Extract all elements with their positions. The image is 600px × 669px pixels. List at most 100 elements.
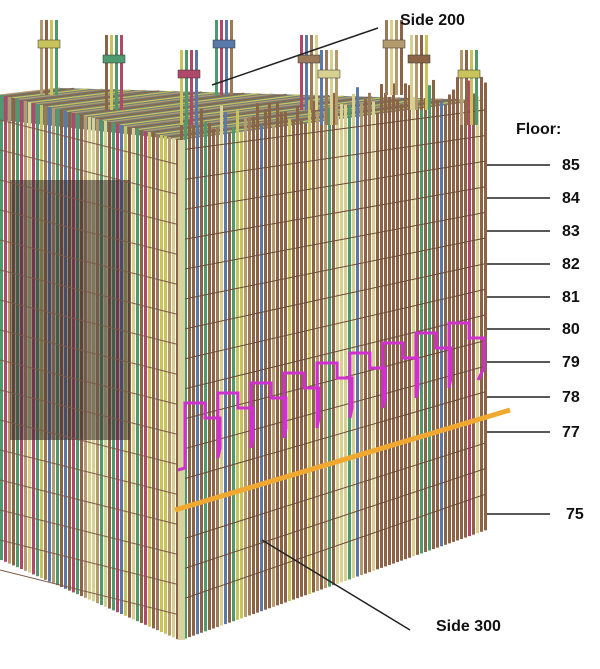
column: [184, 121, 187, 639]
column-stub: [425, 35, 428, 110]
column: [260, 124, 263, 612]
spandrel: [179, 109, 486, 151]
splice-plate: [382, 39, 406, 49]
column: [432, 79, 435, 550]
floor-beam: [0, 539, 181, 586]
splice-plate: [457, 69, 481, 79]
column-stub: [330, 50, 333, 125]
floor-label-78: 78: [562, 389, 580, 406]
column-stub: [190, 50, 193, 125]
floor-beam: [0, 209, 181, 256]
floor-label-75: 75: [566, 506, 584, 523]
column-stub: [390, 20, 393, 95]
floor-ticks: [487, 164, 550, 515]
column-stub: [320, 50, 323, 125]
column-stub: [465, 50, 468, 125]
column: [368, 92, 371, 573]
column: [472, 93, 475, 535]
column: [408, 85, 411, 558]
column: [264, 109, 267, 610]
column: [196, 125, 199, 635]
splice-plate: [37, 39, 61, 49]
column: [464, 100, 467, 538]
column-stub: [310, 35, 313, 110]
floor-label-83: 83: [562, 223, 580, 240]
column: [336, 115, 339, 584]
spandrel: [179, 468, 486, 571]
column: [436, 99, 439, 548]
column: [164, 136, 167, 634]
column: [220, 105, 223, 626]
column: [236, 110, 239, 620]
spandrel: [179, 212, 486, 271]
column-stub: [415, 35, 418, 110]
column-stub: [55, 20, 58, 95]
floor-beam: [0, 509, 181, 556]
column: [344, 104, 347, 581]
column: [244, 118, 247, 617]
column: [156, 134, 159, 631]
column: [400, 104, 403, 561]
column: [420, 101, 423, 554]
spandrel: [179, 263, 486, 331]
column: [144, 131, 147, 625]
column: [476, 96, 479, 534]
column: [452, 89, 455, 542]
column-stub: [230, 20, 233, 95]
floor-header: Floor:: [516, 121, 562, 138]
column-stub: [305, 35, 308, 110]
column-stub: [315, 35, 318, 110]
splice-plate: [407, 54, 431, 64]
column-stub: [215, 20, 218, 95]
corner-column: [178, 140, 185, 640]
column: [348, 105, 351, 580]
floor-beam: [0, 389, 181, 436]
column-stub: [400, 20, 403, 95]
column-stub: [385, 20, 388, 95]
floor-label-84: 84: [562, 190, 580, 207]
column: [404, 83, 407, 560]
spandrel: [179, 391, 486, 481]
column-stub: [470, 50, 473, 125]
spandrel: [179, 288, 486, 361]
column: [140, 130, 143, 623]
column: [160, 135, 163, 632]
column: [8, 97, 11, 564]
column: [360, 103, 363, 576]
column-stub: [225, 20, 228, 95]
spandrel: [179, 442, 486, 541]
roof-beam: [29, 89, 131, 104]
floor-beam: [0, 119, 181, 166]
column: [4, 96, 7, 562]
column: [328, 107, 331, 587]
spandrel: [179, 493, 486, 601]
column: [456, 77, 459, 541]
roof-beam: [41, 90, 160, 107]
side-200-leader: [211, 27, 379, 86]
roof-beam: [101, 94, 301, 122]
floor-beam: [0, 449, 181, 496]
column-stubs-side-200: [37, 20, 481, 125]
side-300-label: Side 300: [436, 618, 501, 635]
column: [332, 92, 335, 586]
column: [320, 119, 323, 590]
column-stub: [325, 50, 328, 125]
column-stub: [45, 20, 48, 95]
column: [460, 74, 463, 540]
column: [168, 137, 171, 636]
floor-beam: [0, 149, 181, 196]
column: [380, 84, 383, 568]
column: [364, 99, 367, 574]
floor-label-77: 77: [562, 424, 580, 441]
column-stub: [40, 20, 43, 95]
column: [0, 95, 3, 560]
roof-beam: [137, 96, 386, 131]
column: [224, 111, 227, 625]
column: [392, 83, 395, 564]
column: [204, 121, 207, 632]
roof-beam: [17, 88, 103, 101]
spandrel: [179, 314, 486, 391]
column: [416, 106, 419, 555]
column: [252, 116, 255, 615]
